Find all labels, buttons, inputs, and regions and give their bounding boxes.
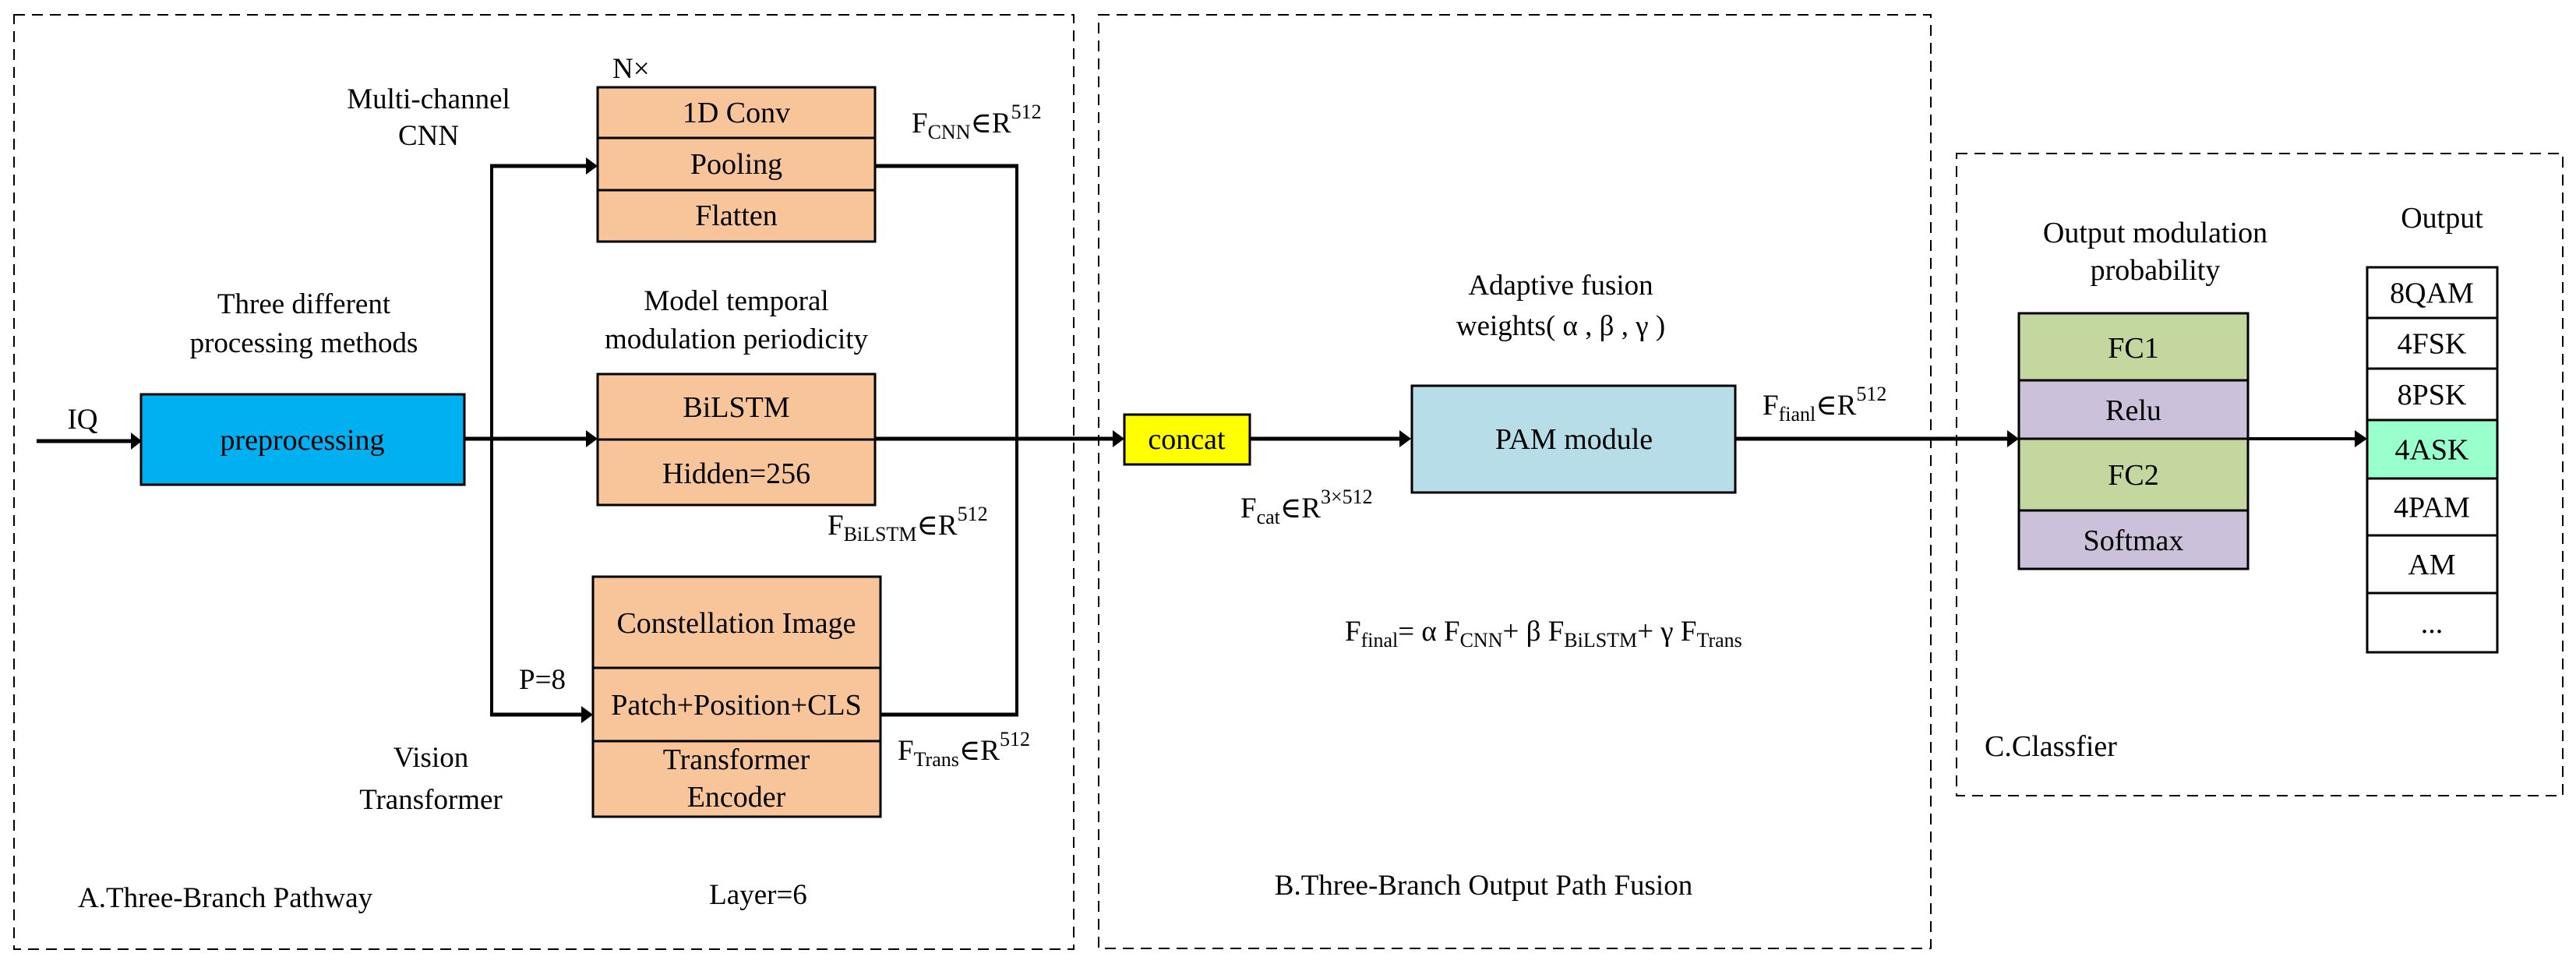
relu-label: Relu bbox=[2105, 394, 2161, 427]
concat-label: concat bbox=[1148, 423, 1226, 456]
output-class-label: ... bbox=[2421, 607, 2444, 640]
vit-layer-encoder-line2: Encoder bbox=[687, 781, 786, 814]
fc1-label: FC1 bbox=[2108, 332, 2158, 365]
cnn-feature-label: FCNN∈R512 bbox=[912, 101, 1042, 143]
concat-block[interactable] bbox=[1123, 413, 1251, 466]
pam-module-block[interactable] bbox=[1410, 384, 1737, 494]
cnn-layer-pooling: Pooling bbox=[690, 148, 782, 181]
output-class-cell-selected[interactable] bbox=[2366, 418, 2499, 480]
section-c-caption: C.Classfier bbox=[1985, 730, 2117, 763]
output-class-cell[interactable] bbox=[2366, 477, 2499, 537]
patch-size-label: P=8 bbox=[519, 664, 566, 696]
vit-feature-label: FTrans∈R512 bbox=[898, 728, 1030, 771]
prob-title-line2: probability bbox=[2091, 254, 2221, 287]
output-title: Output bbox=[2401, 202, 2483, 235]
arrowhead-icon bbox=[2007, 430, 2019, 447]
vit-title-line2: Transformer bbox=[359, 784, 503, 816]
vit-layer-encoder-line1: Transformer bbox=[663, 743, 810, 776]
output-class-cell[interactable] bbox=[2366, 591, 2499, 654]
softmax-label: Softmax bbox=[2084, 524, 2184, 557]
output-class-label: 4FSK bbox=[2398, 328, 2467, 361]
arrowhead-icon bbox=[2355, 430, 2367, 447]
section-a-frame bbox=[13, 14, 1075, 950]
output-class-label: 4PAM bbox=[2394, 492, 2470, 524]
bilstm-hidden-size: Hidden=256 bbox=[662, 457, 810, 490]
pam-feature-label: Ffianl∈R512 bbox=[1763, 383, 1886, 426]
cnn-block[interactable] bbox=[596, 86, 877, 243]
cnn-title-line2: CNN bbox=[398, 120, 459, 152]
section-b-frame bbox=[1098, 14, 1932, 949]
fusion-formula: Ffinal= α FCNN+ β FBiLSTM+ γ FTrans bbox=[1345, 616, 1742, 651]
vit-layer-count: Layer=6 bbox=[709, 879, 807, 911]
output-class-label: AM bbox=[2408, 549, 2455, 581]
input-label: IQ bbox=[67, 404, 97, 436]
bilstm-title-line2: modulation periodicity bbox=[605, 323, 869, 355]
fc1-layer[interactable] bbox=[2017, 312, 2250, 382]
arrowhead-icon bbox=[586, 430, 598, 447]
arrowhead-icon bbox=[581, 706, 593, 723]
arrowhead-icon bbox=[1399, 430, 1411, 447]
fc2-layer[interactable] bbox=[2017, 437, 2250, 512]
cnn-layer-conv: 1D Conv bbox=[683, 97, 790, 129]
cnn-layer-flatten: Flatten bbox=[695, 200, 778, 232]
section-c-frame bbox=[1956, 153, 2564, 796]
preprocessing-block[interactable] bbox=[139, 393, 466, 486]
output-class-label: 8QAM bbox=[2390, 277, 2474, 310]
vit-title-line1: Vision bbox=[393, 742, 468, 774]
softmax-layer[interactable] bbox=[2017, 509, 2250, 570]
pam-module-label: PAM module bbox=[1495, 423, 1653, 456]
arrowhead-icon bbox=[586, 157, 598, 175]
relu-layer[interactable] bbox=[2017, 379, 2250, 440]
preprocessing-label: preprocessing bbox=[220, 424, 384, 457]
fusion-title-line1: Adaptive fusion bbox=[1468, 270, 1653, 302]
arrowhead-icon bbox=[1113, 430, 1124, 447]
output-class-label: 8PSK bbox=[2398, 379, 2467, 411]
section-b-caption: B.Three-Branch Output Path Fusion bbox=[1275, 870, 1692, 902]
bilstm-title-line1: Model temporal bbox=[644, 285, 828, 317]
concat-feature-label: Fcat∈R3×512 bbox=[1240, 486, 1373, 528]
vit-block[interactable] bbox=[591, 575, 882, 818]
fc2-label: FC2 bbox=[2108, 459, 2158, 492]
methods-label-line1: Three different bbox=[217, 288, 391, 320]
methods-label-line2: processing methods bbox=[190, 327, 418, 359]
cnn-repeat-label: N× bbox=[612, 53, 650, 85]
cnn-title-line1: Multi-channel bbox=[347, 83, 510, 115]
prob-title-line1: Output modulation bbox=[2043, 217, 2267, 249]
arrowhead-icon bbox=[131, 433, 142, 450]
bilstm-layer-name: BiLSTM bbox=[683, 391, 789, 424]
output-class-list: 8QAM 4FSK 8PSK 4ASK 4PAM AM... bbox=[2366, 266, 2499, 654]
output-class-label: 4ASK bbox=[2394, 434, 2469, 467]
fusion-title-line2: weights( α , β , γ ) bbox=[1456, 310, 1665, 342]
vit-layer-constellation: Constellation Image bbox=[616, 607, 856, 640]
vit-layer-embedding: Patch+Position+CLS bbox=[611, 689, 862, 722]
classifier-stack: FC1 Relu FC2 Softmax bbox=[2017, 312, 2250, 570]
section-a-caption: A.Three-Branch Pathway bbox=[78, 882, 373, 914]
bilstm-feature-label: FBiLSTM∈R512 bbox=[827, 503, 988, 546]
